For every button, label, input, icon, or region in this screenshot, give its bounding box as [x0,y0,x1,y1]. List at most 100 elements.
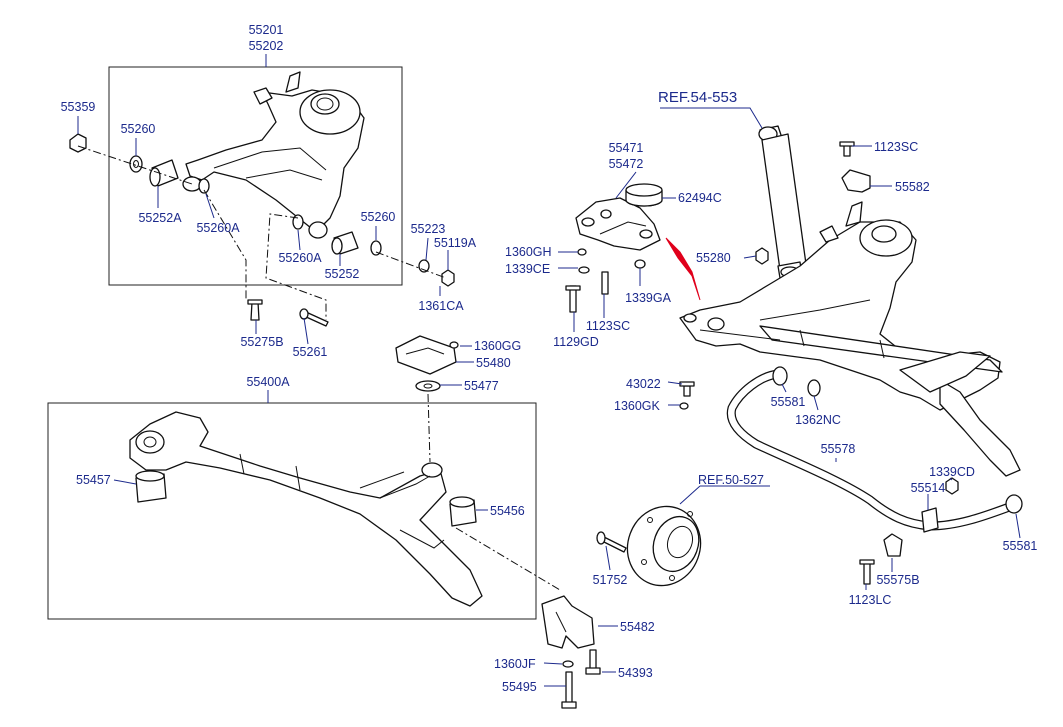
assembly-line [455,527,561,591]
label-1123LC: 1123LC [849,593,892,607]
nut-1360GG [449,341,459,349]
label-1339CD: 1339CD [929,465,975,479]
nut-1360GH [577,248,587,256]
bolt-54393 [585,649,601,675]
clamp-1362NC [807,379,821,397]
assembly-line [77,145,193,185]
assembled-suspension [679,201,1021,477]
label-55260A-b: 55260A [278,251,322,265]
lower-arm-group-frame [108,66,403,286]
label-55495: 55495 [502,680,537,694]
label-55252A: 55252A [138,211,182,225]
shock-absorber [758,125,807,279]
bolt-55275B [247,299,263,321]
label-1362NC: 1362NC [795,413,841,427]
crossmember-group-frame [47,402,537,620]
bush-55581-b [1005,494,1023,514]
bump-stopper-62494C [625,183,663,207]
mount-bracket-55471 [575,197,661,251]
label-55472: 55472 [609,157,644,171]
label-62494C: 62494C [678,191,722,205]
label-55223: 55223 [411,222,446,236]
assembly-line [203,189,247,300]
label-55578: 55578 [821,442,856,456]
nut-1339CD [945,477,959,495]
label-55582: 55582 [895,180,930,194]
label-1360JF: 1360JF [494,657,536,671]
nut-1360JF [562,660,574,668]
label-43022: 43022 [626,377,661,391]
mount-55480 [395,335,457,375]
clamp-55582 [841,169,871,193]
nut-55280 [755,247,769,265]
stabilizer-bar [726,369,1017,531]
label-55359: 55359 [61,100,96,114]
label-55275B: 55275B [240,335,283,349]
part-labels: 55201 55202 55359 55260 55252A 55260A 55… [61,23,1038,694]
bolt-43022 [679,381,695,397]
ref-50-527: REF.50-527 [698,473,764,487]
label-55581-b: 55581 [1003,539,1038,553]
washer-55260-a [129,155,143,173]
bolt-55495 [561,671,577,709]
washer-1339GA [634,259,646,269]
washer-1339CE [578,266,590,274]
bush-55252 [331,231,359,255]
wheel-hub [626,505,702,587]
label-55261: 55261 [293,345,328,359]
bolt-1123SC-b [839,141,855,157]
label-55201: 55201 [249,23,284,37]
assembly-line [375,251,447,279]
clamp-55575B [883,533,903,557]
label-55202: 55202 [249,39,284,53]
bolt-1129GD [565,285,581,313]
label-55400A: 55400A [246,375,290,389]
washer-55260-b [370,240,382,256]
bolt-1123SC [601,271,609,295]
label-55482: 55482 [620,620,655,634]
bush-55252A [149,159,179,187]
label-55471: 55471 [609,141,644,155]
assembly-line [265,213,327,320]
label-55260-a: 55260 [121,122,156,136]
label-55480: 55480 [476,356,511,370]
hub-bolt-51752 [596,531,627,553]
label-1360GK: 1360GK [614,399,661,413]
nut-1360GK [679,402,689,410]
label-55260-b: 55260 [361,210,396,224]
bush-55581-a [772,366,788,386]
bush-55456 [449,496,477,527]
nut-55119A [441,269,455,287]
label-55119A: 55119A [434,236,477,250]
label-1129GD: 1129GD [553,335,599,349]
label-1360GH: 1360GH [505,245,552,259]
label-55581-a: 55581 [771,395,806,409]
label-55457: 55457 [76,473,111,487]
ref-54-553: REF.54-553 [658,89,737,106]
label-1339GA: 1339GA [625,291,672,305]
bolt-1123LC [859,559,875,585]
bush-55457 [135,470,167,503]
washer-55260A-b [292,214,304,230]
red-arrow-icon [665,237,701,301]
lower-control-arm [182,71,365,239]
label-1360GG: 1360GG [474,339,521,353]
label-1123SC-a: 1123SC [586,319,630,333]
label-1361CA: 1361CA [418,299,464,313]
label-54393: 54393 [618,666,653,680]
label-51752: 51752 [593,573,628,587]
label-55456: 55456 [490,504,525,518]
bolt-55261 [299,308,329,327]
rear-crossmember [129,411,483,607]
leader-lines [77,54,1021,687]
label-1339CE: 1339CE [505,262,550,276]
label-55477: 55477 [464,379,499,393]
label-55252: 55252 [325,267,360,281]
nut-55359 [69,133,87,153]
label-55280: 55280 [696,251,731,265]
bush-55514 [921,507,939,533]
label-1123SC-b: 1123SC [874,140,918,154]
label-55575B: 55575B [876,573,919,587]
washer-55477 [415,380,441,392]
